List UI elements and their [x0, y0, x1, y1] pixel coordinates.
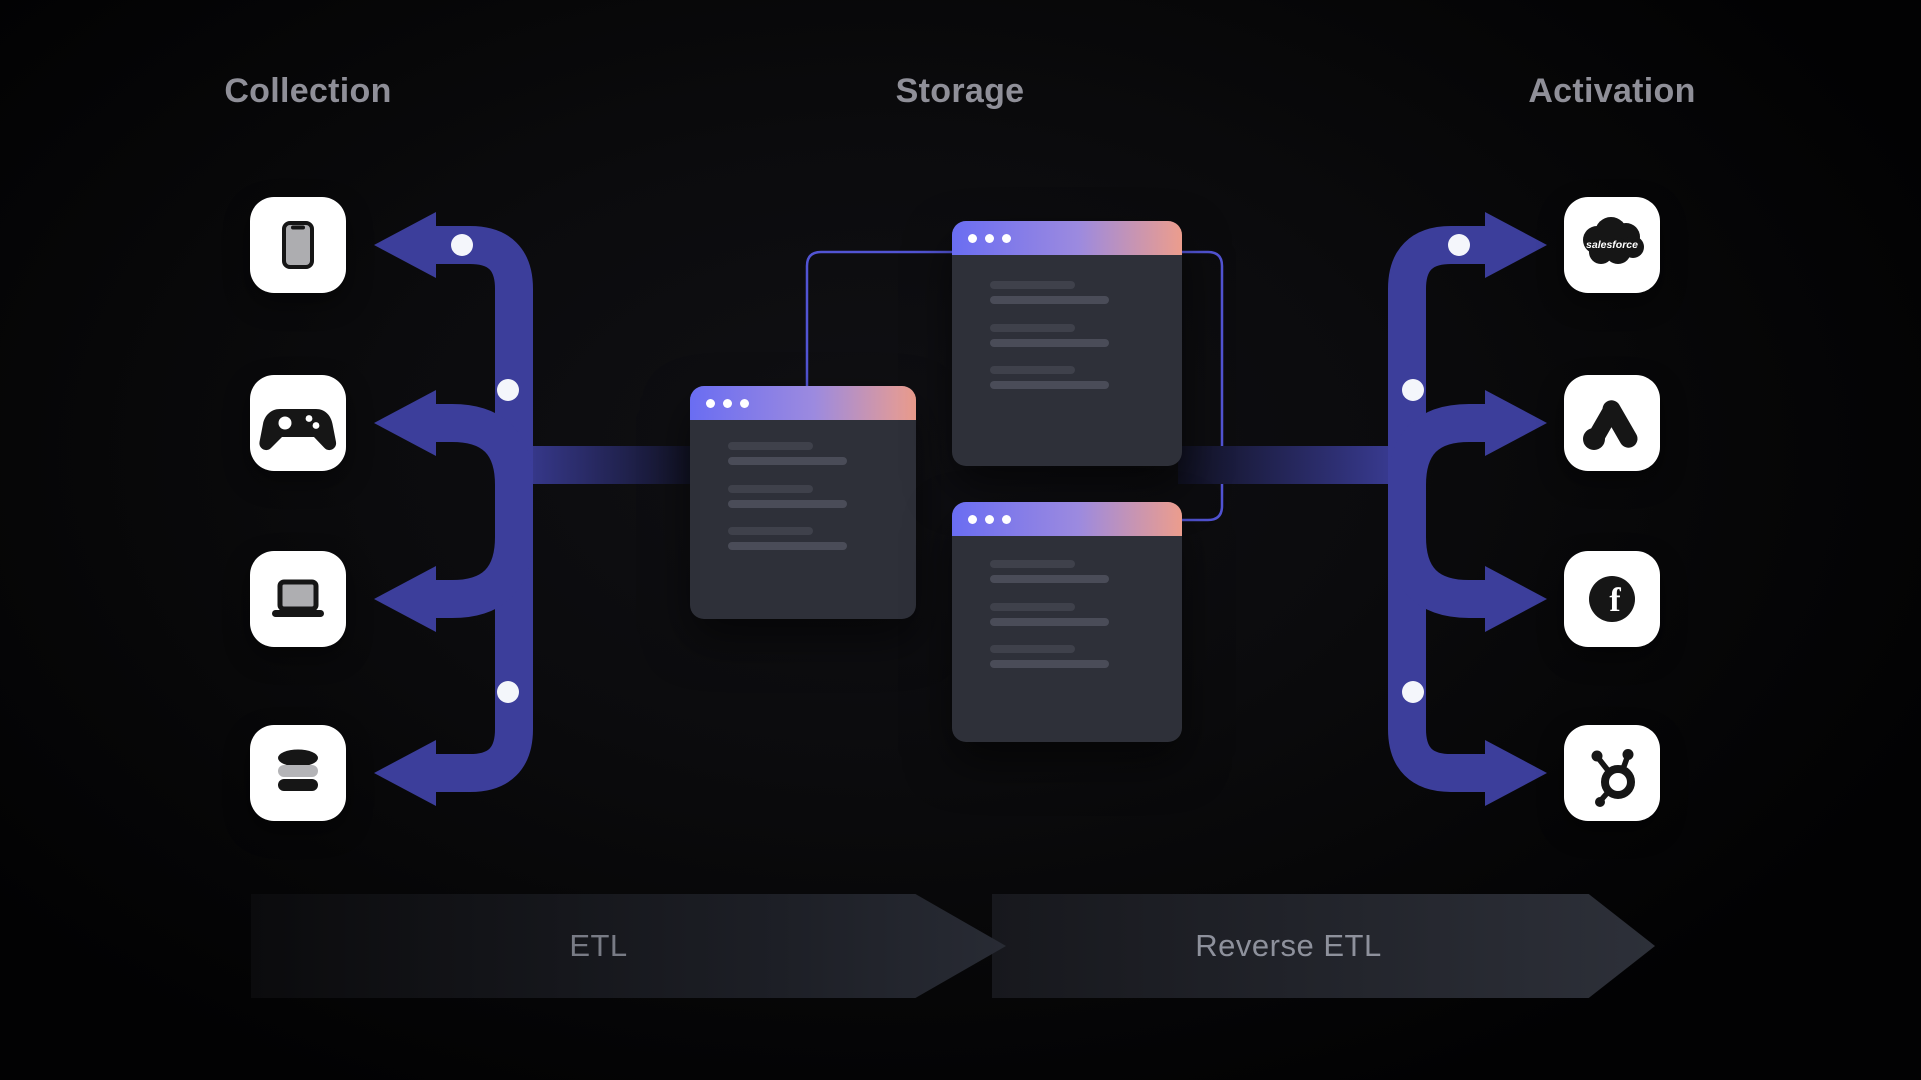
flow-dots [451, 234, 1470, 703]
collection-item-game-console [250, 375, 346, 471]
storage-window-left [690, 386, 916, 619]
window-titlebar [690, 386, 916, 420]
activation-arrowheads [1485, 212, 1547, 806]
left-trunk-gradient [505, 446, 695, 484]
reverse-etl-banner-label: Reverse ETL [1195, 928, 1382, 963]
activation-item-salesforce: salesforce [1564, 197, 1660, 293]
activation-item-hubspot [1564, 725, 1660, 821]
window-dot [985, 514, 994, 524]
hubspot-icon [1591, 749, 1635, 807]
etl-banner: ETL [251, 894, 1006, 998]
window-skeleton-body [952, 255, 1182, 466]
activation-header: Activation [1528, 72, 1696, 110]
collection-item-laptop [250, 551, 346, 647]
window-dot [740, 398, 749, 408]
window-connector-line [805, 250, 1224, 522]
activation-item-google-ads [1564, 375, 1660, 471]
salesforce-wordmark: salesforce [1586, 239, 1638, 251]
window-dot [723, 398, 732, 408]
window-dot [1002, 514, 1011, 524]
collection-arrows [436, 226, 533, 792]
window-dot [1002, 233, 1011, 243]
storage-header: Storage [895, 72, 1025, 110]
window-titlebar [952, 221, 1182, 255]
collection-arrowheads [374, 212, 436, 806]
activation-item-facebook: f [1564, 551, 1660, 647]
collection-item-mobile [250, 197, 346, 293]
collection-header: Collection [224, 72, 392, 110]
storage-window-bottom-right [952, 502, 1182, 742]
window-skeleton-body [952, 536, 1182, 742]
reverse-etl-banner: Reverse ETL [992, 894, 1655, 998]
database-icon [278, 749, 318, 791]
window-skeleton-body [690, 420, 916, 619]
google-ads-icon [1583, 400, 1638, 450]
collection-item-database [250, 725, 346, 821]
right-trunk-gradient [1178, 446, 1412, 484]
window-dot [968, 514, 977, 524]
facebook-icon: f [1589, 576, 1635, 622]
mobile-phone-icon [282, 221, 314, 269]
window-dot [968, 233, 977, 243]
salesforce-icon: salesforce [1583, 217, 1644, 264]
window-dot [706, 398, 715, 408]
facebook-letter: f [1609, 582, 1621, 619]
gamepad-icon [259, 409, 337, 451]
storage-window-top-right [952, 221, 1182, 466]
etl-banner-label: ETL [569, 928, 628, 963]
window-dot [985, 233, 994, 243]
window-titlebar [952, 502, 1182, 536]
laptop-icon [272, 579, 324, 617]
activation-arrows [1388, 226, 1485, 792]
